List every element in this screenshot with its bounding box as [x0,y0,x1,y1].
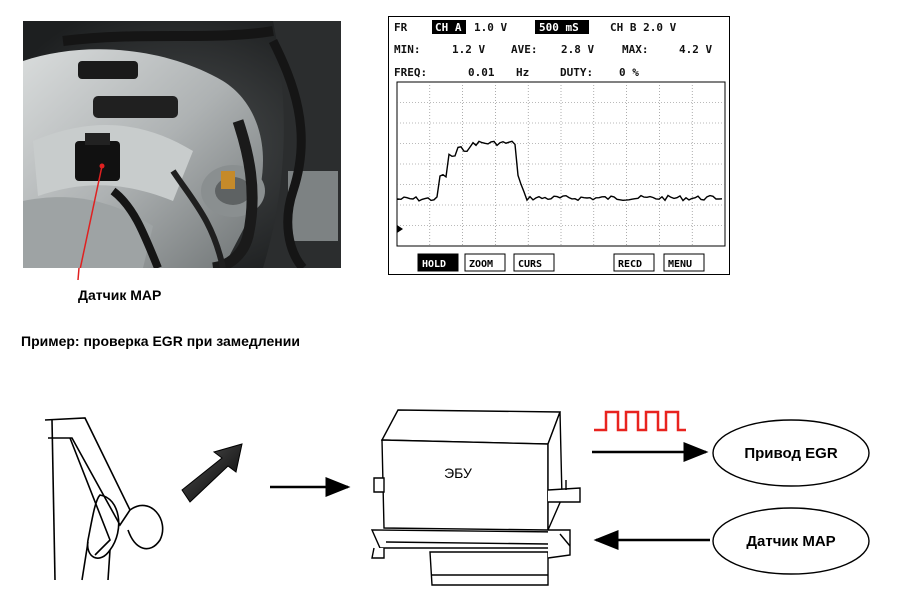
scope-fr-label: FR [394,21,408,34]
scope-grid [397,82,725,246]
max-value: 4.2 V [679,43,712,56]
map-sensor [75,141,120,181]
curs-label: CURS [518,259,542,270]
timebase-value: 500 mS [539,21,579,34]
min-label: MIN: [394,43,421,56]
scope-button-menu[interactable]: MENU [663,253,705,272]
scope-trace [397,140,723,202]
hold-label: HOLD [422,259,446,270]
map-sensor-label: Датчик MAP [746,533,835,550]
duty-label: DUTY: [560,66,593,79]
brake-pedal-icon [44,417,164,581]
ch-a-label: CH A [435,21,462,34]
freq-unit: Hz [516,66,529,79]
oscilloscope-screen: FR CH A 1.0 V 500 mS CH B 2.0 V MIN: 1.2… [388,16,730,275]
scope-button-recd[interactable]: RECD [613,253,655,272]
timebase-highlight [535,20,589,34]
deceleration-arrow-icon [181,443,243,503]
ground-marker-icon [397,225,403,233]
egr-actuator-oval [712,419,870,487]
recd-label: RECD [618,259,642,270]
egr-pulse-signal [594,410,686,432]
engine-bay-illustration [23,21,341,268]
scope-button-curs[interactable]: CURS [513,253,555,272]
ch-a-scale: 1.0 V [474,21,507,34]
zoom-label: ZOOM [469,259,493,270]
pointer-line [77,267,80,281]
scope-button-hold[interactable]: HOLD [417,253,459,272]
photo-caption: Датчик MAP [78,287,162,303]
min-value: 1.2 V [452,43,485,56]
egr-diagram: ЭБУ Привод EGR Датчик MAP [44,409,870,586]
ave-value: 2.8 V [561,43,594,56]
example-title: Пример: проверка EGR при замедлении [21,333,300,349]
ecu-label: ЭБУ [444,465,472,481]
ecu-unit [370,409,581,586]
menu-label: MENU [668,259,692,270]
duty-value: 0 % [619,66,639,79]
ch-a-highlight [432,20,466,34]
egr-actuator-label: Привод EGR [744,445,838,462]
ave-label: AVE: [511,43,538,56]
engine-photo [23,21,341,268]
freq-value: 0.01 [468,66,495,79]
scope-button-zoom[interactable]: ZOOM [464,253,506,272]
freq-label: FREQ: [394,66,427,79]
ch-b-scale: CH B 2.0 V [610,21,677,34]
max-label: MAX: [622,43,649,56]
map-sensor-oval [712,507,870,575]
